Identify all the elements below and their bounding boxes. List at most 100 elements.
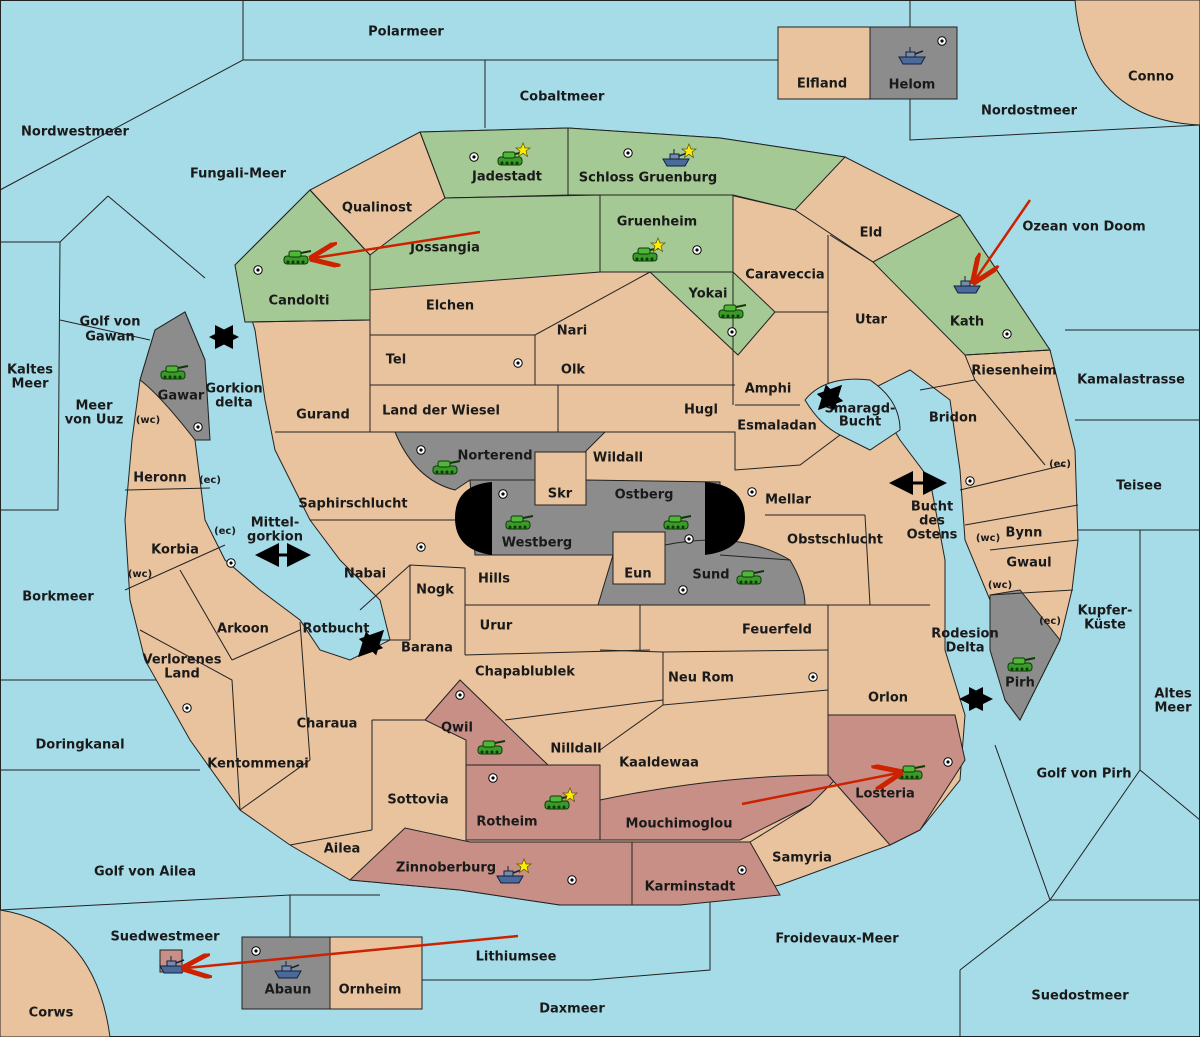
land-label-wildall: Wildall [593,451,643,466]
land-label-candolti: Candolti [269,294,330,309]
land-label-schloss: Schloss Gruenburg [579,171,717,186]
land-label-norterend: Norterend [457,449,532,464]
sea-label-kupfer-2: Küste [1084,618,1126,633]
supply-center-icon [251,946,261,956]
land-label-saphir: Saphirschlucht [298,497,407,512]
sea-label-altes-1: Altes [1154,687,1192,702]
sea-label-lithiumsee: Lithiumsee [476,950,557,965]
land-label-gawar: Gawar [158,389,205,404]
land-label-feuerfeld: Feuerfeld [742,623,812,638]
sea-label-gorkion-1: Gorkion [205,382,262,397]
land-label-ostberg: Ostberg [615,488,674,503]
land-label-karminstadt: Karminstadt [645,880,736,895]
land-label-esmaladan: Esmaladan [737,419,817,434]
land-label-hills: Hills [478,572,510,587]
sea-label-rodesion-1: Rodesion [931,627,998,642]
sea-label-fungali: Fungali-Meer [190,167,287,182]
land-label-mellar: Mellar [765,493,811,508]
land-label-eld: Eld [860,226,883,241]
sea-label-mittel-1: Mittel- [251,516,300,531]
land-label-nabai: Nabai [344,567,386,582]
supply-center-icon [684,534,694,544]
sea-label-mittel-2: gorkion [247,530,303,545]
sea-label-bucht-2: des [919,514,945,529]
connect-arrow-rotbucht [357,629,385,658]
sea-label-rotbucht: Rotbucht [303,622,370,637]
land-label-conno: Conno [1128,70,1174,85]
land-jadestadt[interactable] [419,127,569,199]
coast-korbia-wc: (wc) [128,569,152,580]
sea-label-kamalastrasse: Kamalastrasse [1077,373,1185,388]
land-label-charaua: Charaua [297,717,358,732]
move-arrow-ozean-kath [975,199,1032,280]
land-label-ailea: Ailea [324,842,361,857]
land-label-nari: Nari [557,324,588,339]
land-label-chapa: Chapablublek [475,665,575,680]
land-label-kaaldewaa: Kaaldewaa [619,756,699,771]
land-label-verlorenes-1: Verlorenes [142,653,221,668]
land-gruenheim[interactable] [599,194,734,273]
internal-borders [124,128,1079,846]
sea-label-suedwestmeer: Suedwestmeer [110,930,220,945]
land-pirh[interactable] [989,589,1061,721]
coast-gwaul-ec: (ec) [1039,616,1061,627]
sea-label-golf-pirh: Golf von Pirh [1036,767,1131,782]
land-label-jadestadt: Jadestadt [471,170,542,185]
westberg-west-cap [455,482,492,555]
supply-center-icon [943,757,953,767]
move-arrow-lithium-suedwest [186,934,519,968]
land-label-nilldall: Nilldall [550,742,601,757]
sea-label-kaltes-1: Kaltes [7,363,53,378]
land-label-elchen: Elchen [426,299,474,314]
supply-center-icon [455,690,465,700]
land-label-elfland: Elfland [797,77,847,92]
sea-label-bucht-3: Ostens [907,528,958,543]
land-elfland[interactable] [777,26,871,100]
sea-label-cobaltmeer: Cobaltmeer [520,90,605,105]
land-label-helom: Helom [889,78,936,93]
supply-center-icon [567,875,577,885]
land-label-tel: Tel [386,353,406,368]
land-jossangia[interactable] [369,194,601,291]
land-label-losteria: Losteria [855,787,915,802]
land-label-mouchimo: Mouchimoglou [626,817,733,832]
sea-label-golf-gawan-1: Golf von [80,315,141,330]
sea-label-daxmeer: Daxmeer [539,1002,605,1017]
supply-center-icon [193,422,203,432]
land-label-gruenheim: Gruenheim [617,215,697,230]
land-karminstadt[interactable] [631,841,781,906]
supply-center-icon [513,358,523,368]
sea-label-gorkion-2: delta [215,396,253,411]
sea-label-borkmeer: Borkmeer [22,590,94,605]
supply-center-icon [623,148,633,158]
sea-label-golf-ailea: Golf von Ailea [94,865,196,880]
land-eun[interactable] [612,531,666,585]
supply-center-icon [469,152,479,162]
land-label-kath: Kath [950,315,984,330]
supply-center-icon [737,865,747,875]
land-label-zinnoberburg: Zinnoberburg [396,861,496,876]
land-label-rotheim: Rotheim [476,815,537,830]
land-skr[interactable] [534,451,587,506]
sea-label-ozean: Ozean von Doom [1022,220,1145,235]
land-label-heronn: Heronn [133,471,187,486]
supply-center-icon [416,445,426,455]
land-mouchimo[interactable] [599,713,856,841]
sea-label-altes-2: Meer [1155,701,1193,716]
coast-gwaul-wc: (wc) [988,580,1012,591]
supply-center-icon [488,773,498,783]
sea-label-golf-gawan-2: Gawan [85,330,134,345]
land-label-bynn: Bynn [1006,526,1043,541]
land-labels: Conno Corws Elfland Helom Abaun Ornheim … [29,70,1174,1021]
supply-center-icon [226,558,236,568]
coast-heronn-ec: (ec) [199,475,221,486]
supply-center-icon [498,489,508,499]
land-label-riesenheim: Riesenheim [971,364,1056,379]
move-arrow-mouchimo-losteria [741,773,898,806]
land-label-caraveccia: Caraveccia [745,268,824,283]
land-label-yokai: Yokai [687,287,727,302]
land-label-skr: Skr [548,487,573,502]
supply-center-icon [937,36,947,46]
land-conno[interactable] [1074,0,1200,126]
